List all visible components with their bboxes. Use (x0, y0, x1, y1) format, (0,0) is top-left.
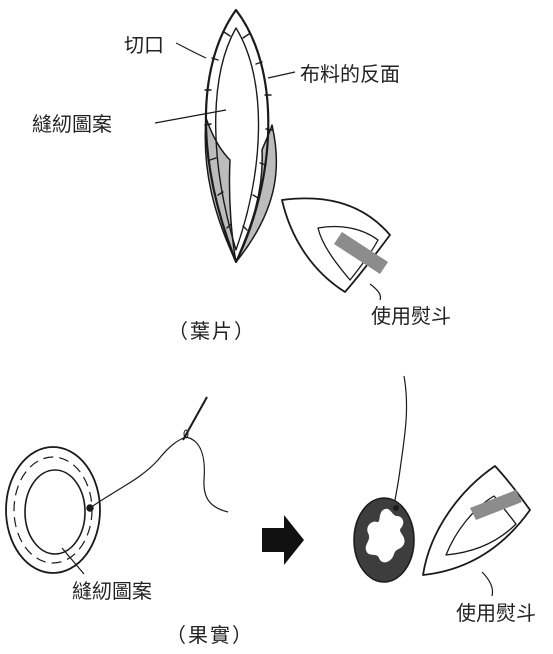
iron-handle-leaf (334, 232, 388, 274)
fruit-finished-stitch (393, 505, 399, 511)
arrow-right-icon (262, 515, 304, 565)
leaf-fabric (204, 8, 278, 264)
fruit-hanging-thread (393, 375, 408, 506)
label-seam-pattern-fruit: 縫紉圖案 (72, 579, 152, 603)
iron-icon-fruit (422, 465, 531, 576)
needle-icon (182, 396, 208, 441)
leaf-outer-edge (204, 8, 270, 264)
leaf-fold-right (235, 124, 278, 263)
leaf-leader-lines (154, 42, 296, 124)
fruit-outer-edge (5, 446, 101, 574)
label-cut-edge: 切口 (124, 33, 164, 57)
leaf-fold-left (204, 117, 237, 263)
needle-eye (183, 429, 189, 439)
iron-icon-leaf (281, 197, 391, 293)
label-fabric-back: 布料的反面 (300, 62, 400, 86)
leaf-seam-line (215, 27, 260, 251)
iron-handle-fruit (470, 490, 522, 520)
label-use-iron-fruit: 使用熨斗 (456, 601, 536, 625)
leader-iron-leaf (369, 283, 382, 301)
label-seam-pattern-leaf: 縫紉圖案 (32, 112, 112, 136)
fruit-thread (89, 436, 229, 513)
leader-iron-fruit (481, 571, 494, 597)
fruit-finished (353, 375, 415, 583)
leader-seam-leaf (154, 109, 227, 124)
iron-inner-fruit (445, 495, 517, 556)
caption-leaf: （葉片） (168, 319, 256, 343)
fruit-white-cutout (365, 508, 405, 563)
fruit-inner-edge (24, 469, 86, 555)
fruit-fabric (5, 396, 229, 575)
leader-cut-edge (175, 42, 207, 59)
leader-fabric-back (267, 71, 296, 79)
leader-seam-fruit (61, 547, 85, 575)
caption-fruit: （果實） (166, 623, 254, 647)
label-use-iron-leaf: 使用熨斗 (371, 304, 451, 328)
leaf-notches (204, 31, 273, 231)
